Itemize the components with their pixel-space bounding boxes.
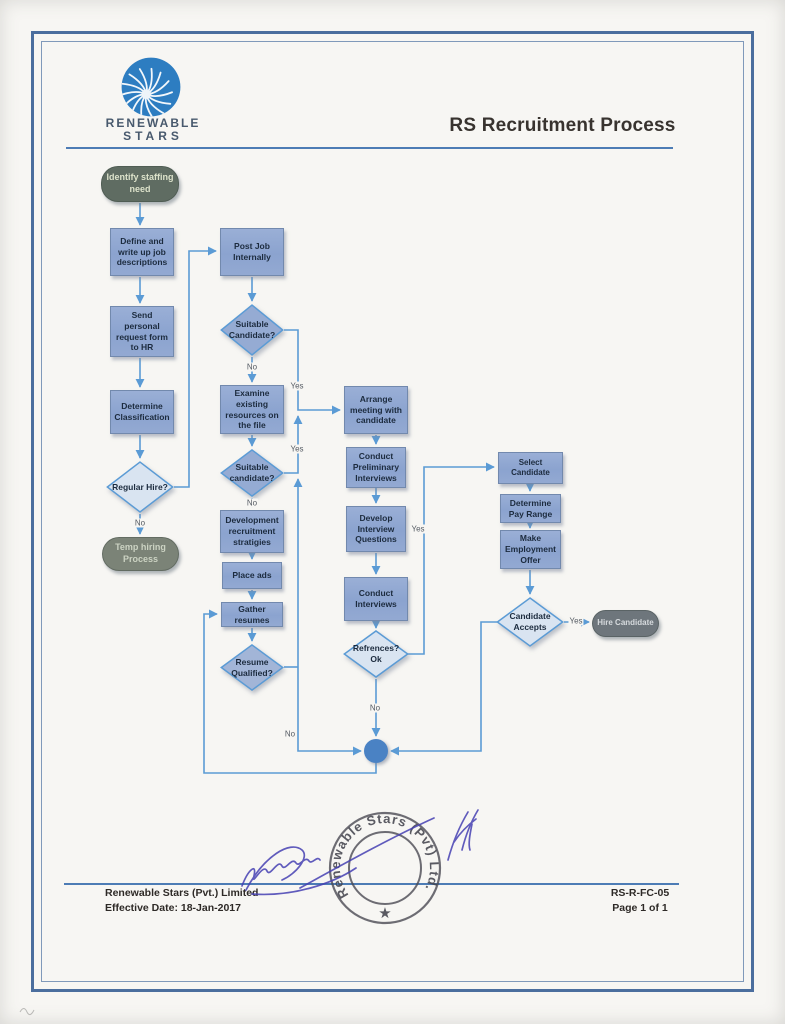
edge-label-no: No: [368, 703, 382, 713]
edge-label-no: No: [133, 518, 147, 528]
diamond-shape: [220, 644, 284, 691]
node-determine-classification: Determine Classification: [110, 390, 174, 434]
node-resume-qualified-decision: Resume Qualified?: [220, 644, 284, 691]
page-border-outer: [31, 31, 754, 992]
node-send-request-form: Send personal request form to HR: [110, 306, 174, 357]
footer-company-block: Renewable Stars (Pvt.) Limited Effective…: [105, 886, 258, 916]
node-suitable-candidate-2-decision: Suitable candidate?: [220, 449, 284, 497]
node-examine-existing-resources: Examine existing resources on the file: [220, 385, 284, 434]
page-title: RS Recruitment Process: [449, 115, 676, 136]
pencil-mark: [19, 1008, 35, 1016]
node-conduct-interviews: Conduct Interviews: [344, 577, 408, 621]
logo-text-renewable: RENEWABLE: [105, 116, 201, 130]
diamond-shape: [343, 630, 409, 678]
node-candidate-accepts-decision: Candidate Accepts: [496, 597, 564, 647]
node-references-ok-decision: Refrences? Ok: [343, 630, 409, 678]
node-develop-interview-questions: Develop Interview Questions: [346, 506, 406, 552]
node-arrange-meeting: Arrange meeting with candidate: [344, 386, 408, 434]
node-regular-hire-decision: Regular Hire?: [106, 461, 174, 513]
edge-label-yes: Yes: [289, 444, 305, 454]
edge-label-no: No: [245, 498, 259, 508]
footer-page-number: Page 1 of 1: [612, 902, 668, 915]
logo-text-stars: STARS: [123, 129, 183, 143]
edge-label-yes: Yes: [568, 616, 584, 626]
edge-label-no: No: [245, 362, 259, 372]
footer-doc-block: RS-R-FC-05 Page 1 of 1: [585, 886, 695, 916]
edge-label-no: No: [283, 729, 297, 739]
diamond-shape: [496, 597, 564, 647]
node-select-candidate: Select Candidate: [498, 452, 563, 484]
node-gather-resumes: Gather resumes: [221, 602, 283, 627]
node-determine-pay-range: Determine Pay Range: [500, 494, 561, 523]
node-define-job-descriptions: Define and write up job descriptions: [110, 228, 174, 276]
footer-rule: [64, 883, 679, 885]
edge-label-yes: Yes: [410, 524, 426, 534]
footer-doc-code: RS-R-FC-05: [610, 887, 670, 899]
node-post-job-internally: Post Job Internally: [220, 228, 284, 276]
edge-label-yes: Yes: [289, 381, 305, 391]
footer-company: Renewable Stars (Pvt.) Limited: [105, 887, 259, 899]
node-identify-staffing-need: Identify staffing need: [101, 166, 179, 202]
header-rule: [66, 147, 673, 149]
diamond-shape: [106, 461, 174, 513]
diamond-shape: [220, 304, 284, 356]
node-suitable-candidate-1-decision: Suitable Candidate?: [220, 304, 284, 356]
node-temp-hiring-process: Temp hiring Process: [102, 537, 179, 571]
flow-connector-circle: [364, 739, 388, 763]
footer-effective-date: Effective Date: 18-Jan-2017: [105, 902, 241, 915]
node-hire-candidate: Hire Candidate: [592, 610, 659, 637]
node-place-ads: Place ads: [222, 562, 282, 589]
node-conduct-preliminary-interviews: Conduct Preliminary Interviews: [346, 447, 406, 488]
page-border-inner: [41, 41, 744, 982]
node-development-recruitment-strategies: Development recruitment stratigies: [220, 510, 284, 553]
node-make-employment-offer: Make Employment Offer: [500, 530, 561, 569]
diamond-shape: [220, 449, 284, 497]
